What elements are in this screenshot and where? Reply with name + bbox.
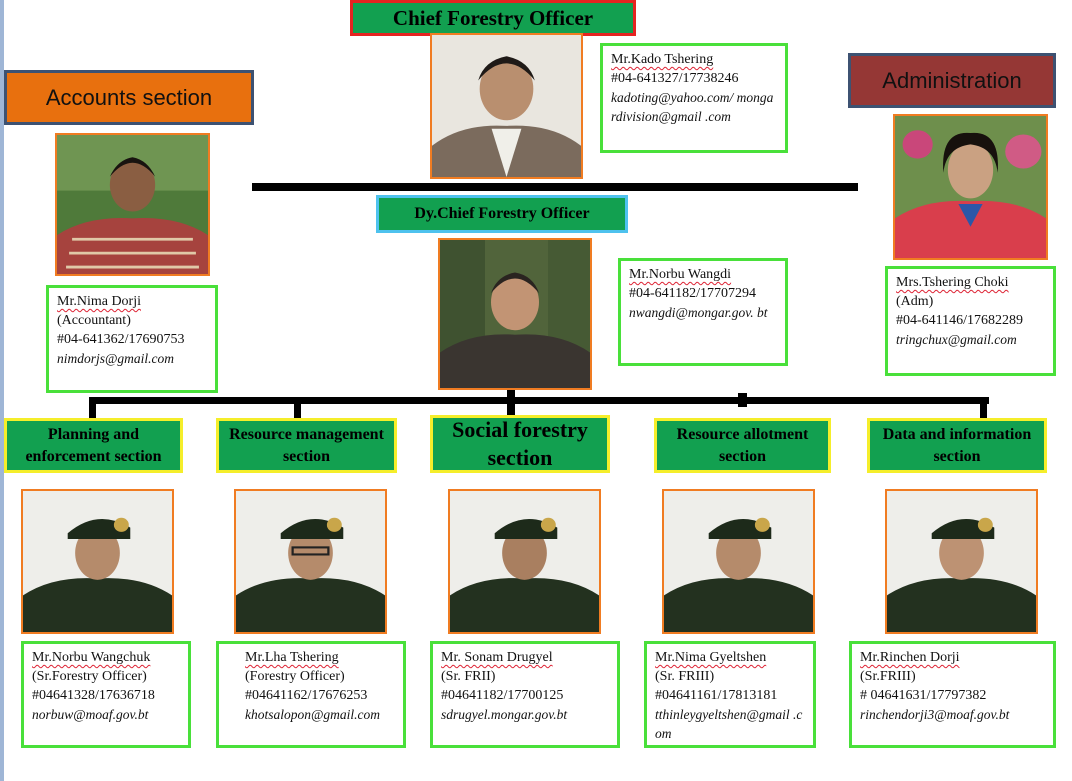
- chief-name: Mr.Kado Tshering: [611, 52, 714, 67]
- deputy-photo: [438, 238, 592, 390]
- connector-drop-4: [738, 393, 747, 407]
- accounts-phone: #04-641362/17690753: [57, 332, 185, 347]
- deputy-phone: #04-641182/17707294: [629, 286, 757, 301]
- administration-email: tringchux@gmail.com: [896, 332, 1017, 347]
- section-name-data-information: Mr.Rinchen Dorji: [860, 650, 960, 665]
- section-title-social-forestry: Social forestry section: [430, 415, 610, 473]
- accounts-section-title: Accounts section: [4, 70, 254, 125]
- connector-drop-1: [89, 397, 96, 419]
- section-phone-resource-management: #04641162/17676253: [245, 688, 368, 703]
- left-edge-stripe: [0, 0, 4, 781]
- section-role-resource-allotment: (Sr. FRIII): [655, 669, 715, 684]
- section-photo-data-information: [885, 489, 1038, 634]
- deputy-email: nwangdi@mongar.gov. bt: [629, 305, 768, 320]
- accounts-contact-card: Mr.Nima Dorji (Accountant) #04-641362/17…: [46, 285, 218, 393]
- section-photo-resource-allotment: [662, 489, 815, 634]
- section-title-data-information: Data and information section: [867, 418, 1047, 473]
- connector-drop-5: [980, 397, 987, 419]
- connector-drop-2: [294, 397, 301, 419]
- section-role-social-forestry: (Sr. FRII): [441, 669, 496, 684]
- section-phone-resource-allotment: #04641161/17813181: [655, 688, 778, 703]
- deputy-title: Dy.Chief Forestry Officer: [376, 195, 628, 233]
- section-photo-social-forestry: [448, 489, 601, 634]
- section-email-data-information: rinchendorji3@moaf.gov.bt: [860, 707, 1010, 722]
- section-title-resource-management: Resource management section: [216, 418, 397, 473]
- connector-drop-3: [507, 390, 515, 418]
- section-email-resource-management: khotsalopon@gmail.com: [245, 707, 381, 722]
- chief-contact-card: Mr.Kado Tshering #04-641327/17738246 kad…: [600, 43, 788, 153]
- section-title-resource-allotment: Resource allotment section: [654, 418, 831, 473]
- administration-section-title: Administration: [848, 53, 1056, 108]
- section-photo-planning: [21, 489, 174, 634]
- section-role-planning: (Sr.Forestry Officer): [32, 669, 147, 684]
- chief-title: Chief Forestry Officer: [350, 0, 636, 36]
- section-name-resource-management: Mr.Lha Tshering: [245, 650, 339, 665]
- section-role-data-information: (Sr.FRIII): [860, 669, 916, 684]
- accounts-role: (Accountant): [57, 313, 131, 328]
- administration-name: Mrs.Tshering Choki: [896, 275, 1009, 290]
- section-name-social-forestry: Mr. Sonam Drugyel: [441, 650, 553, 665]
- section-connector-line: [89, 397, 989, 404]
- section-phone-data-information: # 04641631/17797382: [860, 688, 987, 703]
- accounts-name: Mr.Nima Dorji: [57, 294, 141, 309]
- section-phone-planning: #04641328/17636718: [32, 688, 155, 703]
- section-email-planning: norbuw@moaf.gov.bt: [32, 707, 149, 722]
- deputy-name: Mr.Norbu Wangdi: [629, 267, 732, 282]
- accounts-photo: [55, 133, 210, 276]
- section-role-resource-management: (Forestry Officer): [245, 669, 345, 684]
- deputy-contact-card: Mr.Norbu Wangdi #04-641182/17707294 nwan…: [618, 258, 788, 366]
- chief-email: kadoting@yahoo.com/ mongardivision@gmail…: [611, 90, 774, 124]
- administration-role: (Adm): [896, 294, 934, 309]
- top-connector-line: [252, 183, 858, 191]
- administration-phone: #04-641146/17682289: [896, 313, 1024, 328]
- section-card-resource-allotment: Mr.Nima Gyeltshen (Sr. FRIII) #04641161/…: [644, 641, 816, 748]
- accounts-email: nimdorjs@gmail.com: [57, 351, 175, 366]
- section-photo-resource-management: [234, 489, 387, 634]
- section-email-resource-allotment: tthinleygyeltshen@gmail .com: [655, 707, 803, 741]
- section-card-social-forestry: Mr. Sonam Drugyel (Sr. FRII) #04641182/1…: [430, 641, 620, 748]
- administration-photo: [893, 114, 1048, 260]
- section-card-resource-management: Mr.Lha Tshering (Forestry Officer) #0464…: [216, 641, 406, 748]
- administration-contact-card: Mrs.Tshering Choki (Adm) #04-641146/1768…: [885, 266, 1056, 376]
- chief-phone: #04-641327/17738246: [611, 71, 739, 86]
- chief-photo: [430, 33, 583, 179]
- section-title-planning: Planning and enforcement section: [4, 418, 183, 473]
- section-name-planning: Mr.Norbu Wangchuk: [32, 650, 151, 665]
- section-email-social-forestry: sdrugyel.mongar.gov.bt: [441, 707, 568, 722]
- section-name-resource-allotment: Mr.Nima Gyeltshen: [655, 650, 767, 665]
- section-phone-social-forestry: #04641182/17700125: [441, 688, 564, 703]
- section-card-data-information: Mr.Rinchen Dorji (Sr.FRIII) # 04641631/1…: [849, 641, 1056, 748]
- section-card-planning: Mr.Norbu Wangchuk (Sr.Forestry Officer) …: [21, 641, 191, 748]
